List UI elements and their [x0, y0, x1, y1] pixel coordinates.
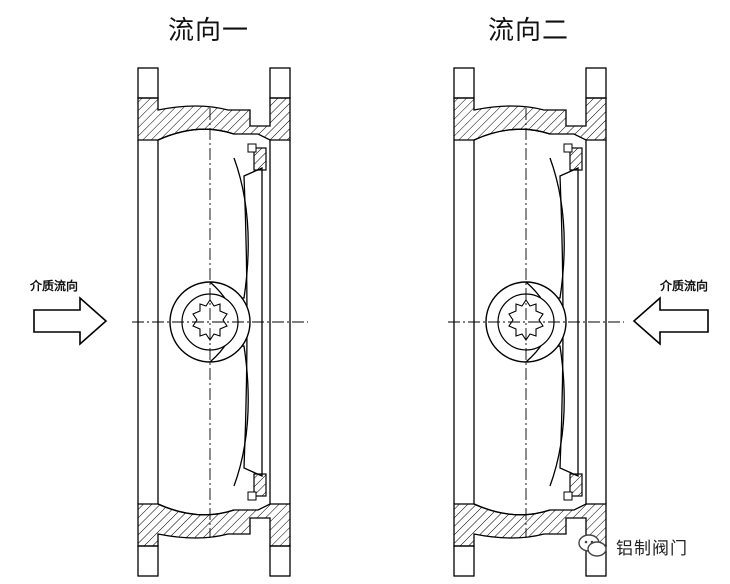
valve-left [131, 67, 309, 577]
title-flow-direction-one: 流向一 [168, 16, 250, 46]
medium-flow-label-right: 介质流向 [660, 279, 709, 293]
watermark: 铝制阀门 [578, 528, 688, 564]
wechat-icon [578, 534, 607, 557]
valve-right [447, 67, 625, 577]
flow-arrow-right-icon [33, 296, 108, 346]
watermark-text: 铝制阀门 [616, 538, 688, 559]
title-flow-direction-two: 流向二 [488, 16, 570, 46]
flow-arrow-left-icon [632, 296, 709, 346]
medium-flow-label-left: 介质流向 [30, 279, 79, 293]
